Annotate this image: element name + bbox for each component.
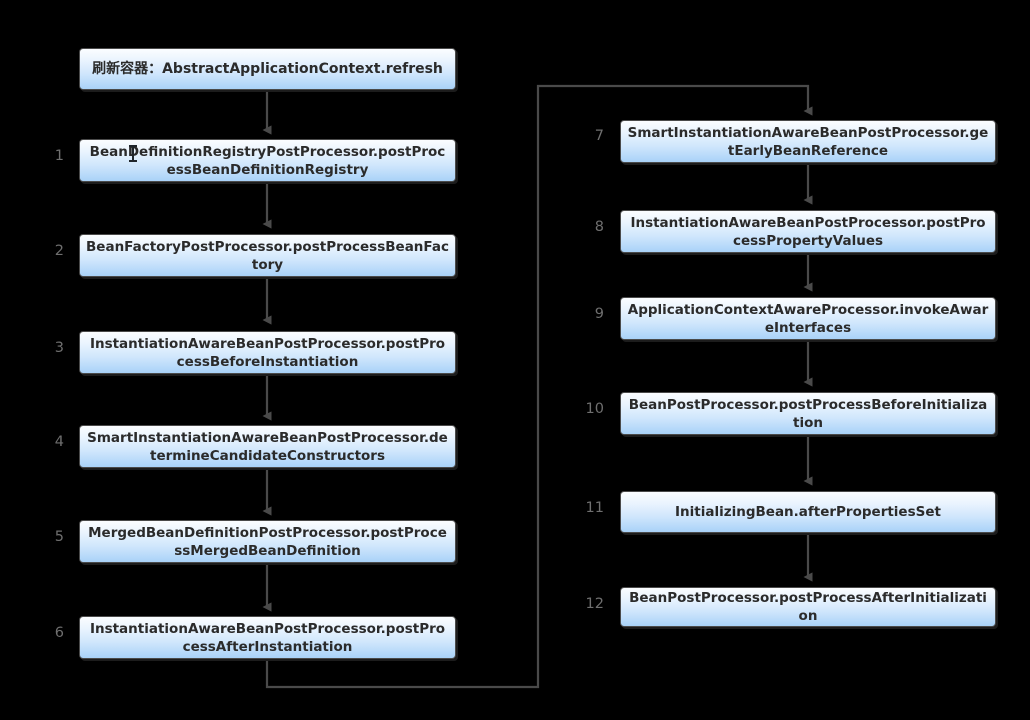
- node-index-8: 8: [594, 219, 604, 235]
- node-post-process-after-instantiation[interactable]: InstantiationAwareBeanPostProcessor.post…: [79, 616, 456, 659]
- node-index-2: 2: [54, 243, 64, 259]
- node-label: MergedBeanDefinitionPostProcessor.postPr…: [88, 524, 447, 559]
- node-index-12: 12: [585, 596, 604, 612]
- node-label: SmartInstantiationAwareBeanPostProcessor…: [87, 429, 448, 464]
- node-index-7: 7: [594, 128, 604, 144]
- node-index-5: 5: [54, 529, 64, 545]
- node-post-process-after-initialization[interactable]: BeanPostProcessor.postProcessAfterInitia…: [620, 587, 996, 627]
- node-determine-candidate-constructors[interactable]: SmartInstantiationAwareBeanPostProcessor…: [79, 425, 456, 468]
- node-label: SmartInstantiationAwareBeanPostProcessor…: [627, 124, 989, 159]
- node-get-early-bean-reference[interactable]: SmartInstantiationAwareBeanPostProcessor…: [620, 120, 996, 163]
- node-refresh-container[interactable]: 刷新容器：AbstractApplicationContext.refresh: [79, 48, 456, 90]
- node-index-9: 9: [594, 306, 604, 322]
- text-cursor-icon: [129, 145, 137, 162]
- node-invoke-aware-interfaces[interactable]: ApplicationContextAwareProcessor.invokeA…: [620, 297, 996, 340]
- node-label: InstantiationAwareBeanPostProcessor.post…: [89, 620, 446, 655]
- node-label: InitializingBean.afterPropertiesSet: [675, 504, 941, 520]
- node-after-properties-set[interactable]: InitializingBean.afterPropertiesSet: [620, 491, 996, 533]
- node-post-process-merged-bean-definition[interactable]: MergedBeanDefinitionPostProcessor.postPr…: [79, 520, 456, 563]
- node-index-4: 4: [54, 434, 64, 450]
- node-index-10: 10: [585, 401, 604, 417]
- node-index-6: 6: [54, 625, 64, 641]
- node-post-process-before-initialization[interactable]: BeanPostProcessor.postProcessBeforeIniti…: [620, 392, 996, 435]
- node-label: BeanDefinitionRegistryPostProcessor.post…: [89, 143, 446, 178]
- node-index-3: 3: [54, 340, 64, 356]
- node-label: ApplicationContextAwareProcessor.invokeA…: [627, 301, 989, 336]
- node-label: InstantiationAwareBeanPostProcessor.post…: [630, 214, 986, 249]
- node-label: BeanPostProcessor.postProcessAfterInitia…: [629, 590, 987, 624]
- node-index-11: 11: [585, 500, 604, 516]
- node-label: BeanPostProcessor.postProcessBeforeIniti…: [628, 396, 988, 431]
- node-index-1: 1: [54, 148, 64, 164]
- node-bean-definition-registry-post-processor[interactable]: BeanDefinitionRegistryPostProcessor.post…: [79, 139, 456, 182]
- node-post-process-property-values[interactable]: InstantiationAwareBeanPostProcessor.post…: [620, 210, 996, 253]
- node-label: InstantiationAwareBeanPostProcessor.post…: [89, 335, 446, 370]
- node-label: BeanFactoryPostProcessor.postProcessBean…: [86, 238, 449, 273]
- node-label: 刷新容器：AbstractApplicationContext.refresh: [92, 61, 443, 77]
- node-post-process-before-instantiation[interactable]: InstantiationAwareBeanPostProcessor.post…: [79, 331, 456, 374]
- node-bean-factory-post-processor[interactable]: BeanFactoryPostProcessor.postProcessBean…: [79, 234, 456, 277]
